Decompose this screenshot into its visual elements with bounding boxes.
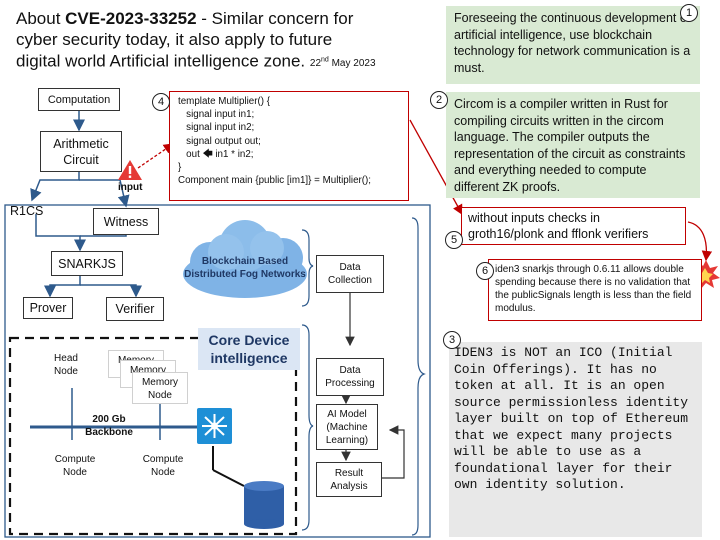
data-processing-box: Data Processing — [316, 358, 384, 396]
note-6: iden3 snarkjs through 0.6.11 allows doub… — [488, 259, 702, 321]
code-line-5b: in1 * in2; — [212, 148, 254, 160]
code-line-3: signal input in2; — [178, 122, 255, 134]
code-box: template Multiplier() { signal input in1… — [169, 91, 409, 201]
network-switch-icon — [197, 408, 232, 444]
witness-box: Witness — [93, 208, 159, 235]
arrow-feedback-loop — [380, 425, 405, 479]
arrow-snarkjs-verifier — [80, 284, 142, 298]
code-line-7: Component main {public [im1]} = Multipli… — [178, 175, 372, 187]
prover-box: Prover — [23, 297, 73, 319]
code-line-6: } — [178, 162, 182, 174]
snarkjs-box: SNARKJS — [51, 251, 123, 276]
brace-cluster — [301, 324, 314, 531]
title-prefix: About — [16, 9, 66, 28]
data-collection-box: Data Collection — [316, 255, 384, 293]
code-line-4: signal output out; — [178, 135, 261, 147]
brace-cloud — [301, 229, 314, 307]
compute-node-2: Compute Node — [142, 454, 184, 478]
computation-box: Computation — [38, 88, 120, 111]
note-6-number: 6 — [476, 262, 494, 280]
note-2-text: Circom is a compiler written in Rust for… — [454, 97, 686, 194]
code-line-1: template Multiplier() { — [178, 96, 271, 107]
note-2-number: 2 — [430, 91, 448, 109]
core-device-label: Core Device intelligence — [198, 328, 300, 370]
title-date: 22nd May 2023 — [309, 57, 376, 70]
note-2: Circom is a compiler written in Rust for… — [446, 92, 700, 198]
arithmetic-circuit-box: Arithmetic Circuit — [40, 131, 122, 172]
code-line-2: signal input in1; — [178, 109, 255, 121]
arrow-snarkjs-prover — [44, 276, 81, 298]
red-connector-code-note5 — [409, 119, 463, 216]
core-frame — [4, 204, 431, 538]
title-line2: cyber security today, it also apply to f… — [16, 30, 333, 49]
warning-icon — [118, 160, 142, 180]
cluster-dashed-box — [8, 336, 298, 536]
database-icon — [244, 481, 284, 529]
input-label: input — [118, 182, 143, 193]
note-1: Foreseeing the continuous development of… — [446, 6, 700, 84]
cloud-label: Blockchain Based Distributed Fog Network… — [184, 256, 306, 280]
switch-db-link — [212, 469, 245, 487]
note-5-text: without inputs checks in groth16/plonk a… — [468, 211, 649, 241]
arrow-arithmetic-r1cs — [30, 172, 80, 202]
r1cs-label: R1CS — [10, 203, 44, 218]
note-3-text: IDEN3 is NOT an ICO (Initial Coin Offeri… — [454, 345, 689, 492]
result-analysis-box: Result Analysis — [316, 462, 382, 497]
brace-pipeline — [411, 217, 426, 536]
note-1-text: Foreseeing the continuous development of… — [454, 11, 691, 75]
title-line1-rest: - Similar concern for — [196, 9, 354, 28]
note-3-number: 3 — [443, 331, 461, 349]
compute-node-1: Compute Node — [54, 454, 96, 478]
memory-node-3: Memory Node — [132, 372, 188, 404]
ai-model-box: AI Model (Machine Learning) — [316, 404, 378, 450]
code-line-5a: out — [178, 148, 203, 160]
title-cve: CVE-2023-33252 — [65, 9, 197, 28]
note-1-number: 1 — [680, 4, 698, 22]
note-6-text: iden3 snarkjs through 0.6.11 allows doub… — [495, 264, 692, 314]
head-node-label: Head Node — [54, 353, 78, 377]
red-curve-note5-explosion — [687, 221, 713, 262]
verifier-box: Verifier — [106, 297, 164, 321]
left-arrow-icon: 🡄 — [202, 148, 213, 160]
note-5: without inputs checks in groth16/plonk a… — [461, 207, 686, 245]
line-witness-snarkjs — [80, 235, 127, 237]
red-dashed-connector — [137, 143, 175, 169]
note-4-number: 4 — [152, 93, 170, 111]
page-title: About CVE-2023-33252 - Similar concern f… — [16, 8, 406, 74]
note-3: IDEN3 is NOT an ICO (Initial Coin Offeri… — [449, 342, 702, 537]
cloud-icon — [183, 220, 307, 298]
title-line3: digital world Artificial intelligence zo… — [16, 51, 306, 71]
backbone-label: 200 Gb Backbone — [85, 414, 133, 438]
arrow-r1cs-snarkjs — [35, 214, 86, 252]
note-5-number: 5 — [445, 231, 463, 249]
